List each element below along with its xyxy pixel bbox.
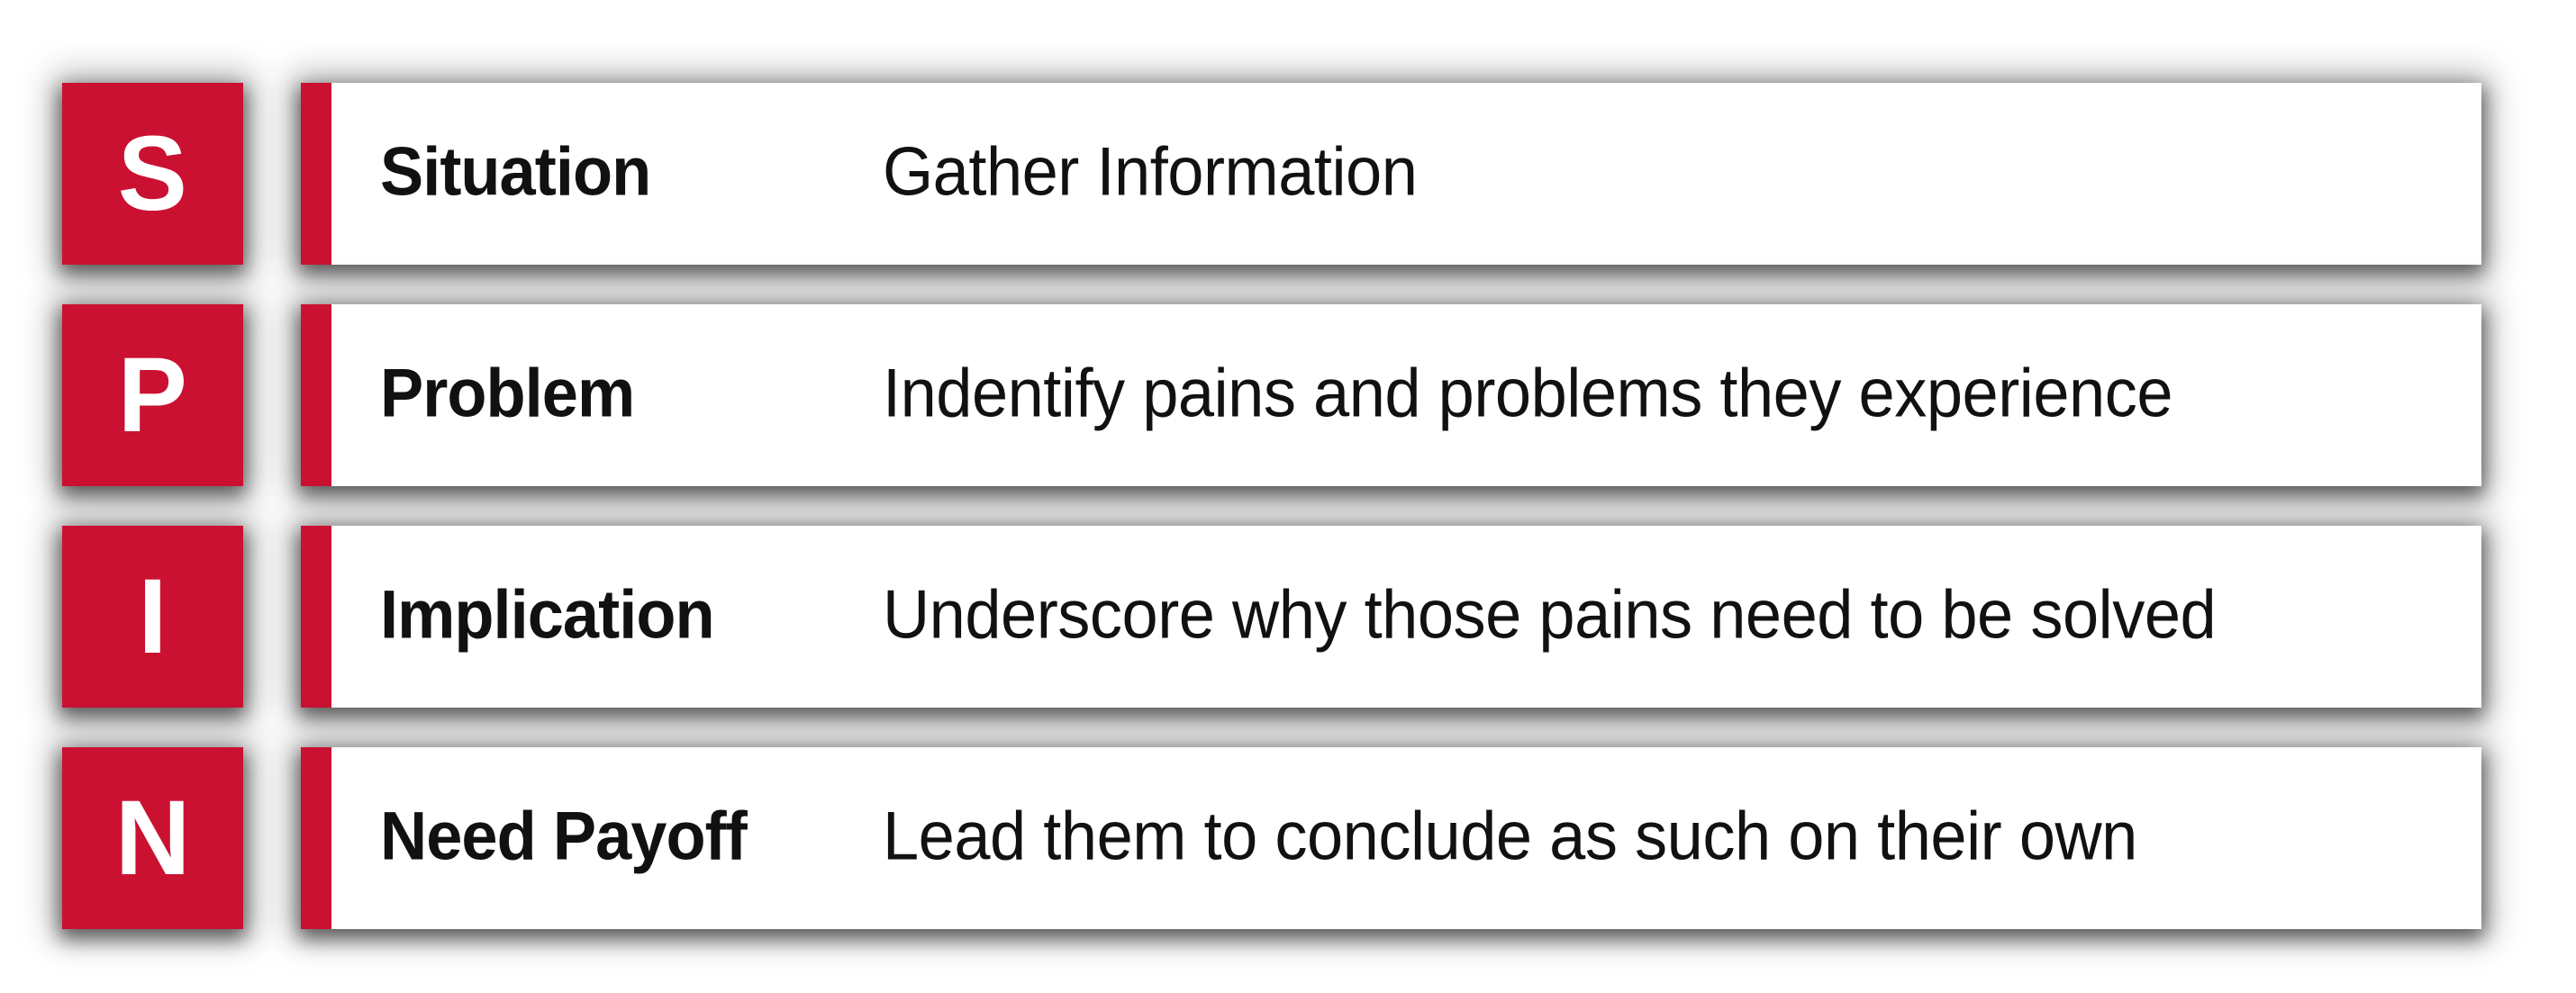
card-accent-stripe — [301, 526, 331, 708]
letter-tile-s: S — [62, 83, 243, 265]
spin-card-situation: Situation Gather Information — [301, 83, 2481, 265]
spin-card-implication: Implication Underscore why those pains n… — [301, 526, 2481, 708]
card-accent-stripe — [301, 83, 331, 265]
spin-card-problem: Problem Indentify pains and problems the… — [301, 304, 2481, 486]
term-label: Implication — [380, 576, 715, 654]
spin-row-problem: P Problem Indentify pains and problems t… — [0, 304, 2576, 486]
letter-tile-p: P — [62, 304, 243, 486]
spin-row-situation: S Situation Gather Information — [0, 83, 2576, 265]
term-description: Underscore why those pains need to be so… — [883, 576, 2217, 654]
letter-tile-i: I — [62, 526, 243, 708]
term-label: Problem — [380, 355, 635, 432]
term-description: Indentify pains and problems they experi… — [883, 355, 2173, 432]
letter-label: P — [117, 336, 188, 455]
term-description: Lead them to conclude as such on their o… — [883, 798, 2137, 875]
letter-label: N — [114, 779, 191, 898]
letter-label: S — [117, 114, 188, 233]
spin-row-implication: I Implication Underscore why those pains… — [0, 526, 2576, 708]
card-accent-stripe — [301, 747, 331, 929]
term-label: Situation — [380, 133, 651, 211]
letter-tile-n: N — [62, 747, 243, 929]
spin-row-need-payoff: N Need Payoff Lead them to conclude as s… — [0, 747, 2576, 929]
term-label: Need Payoff — [380, 798, 748, 875]
letter-label: I — [138, 557, 168, 676]
spin-card-need-payoff: Need Payoff Lead them to conclude as suc… — [301, 747, 2481, 929]
term-description: Gather Information — [883, 133, 1418, 211]
card-accent-stripe — [301, 304, 331, 486]
